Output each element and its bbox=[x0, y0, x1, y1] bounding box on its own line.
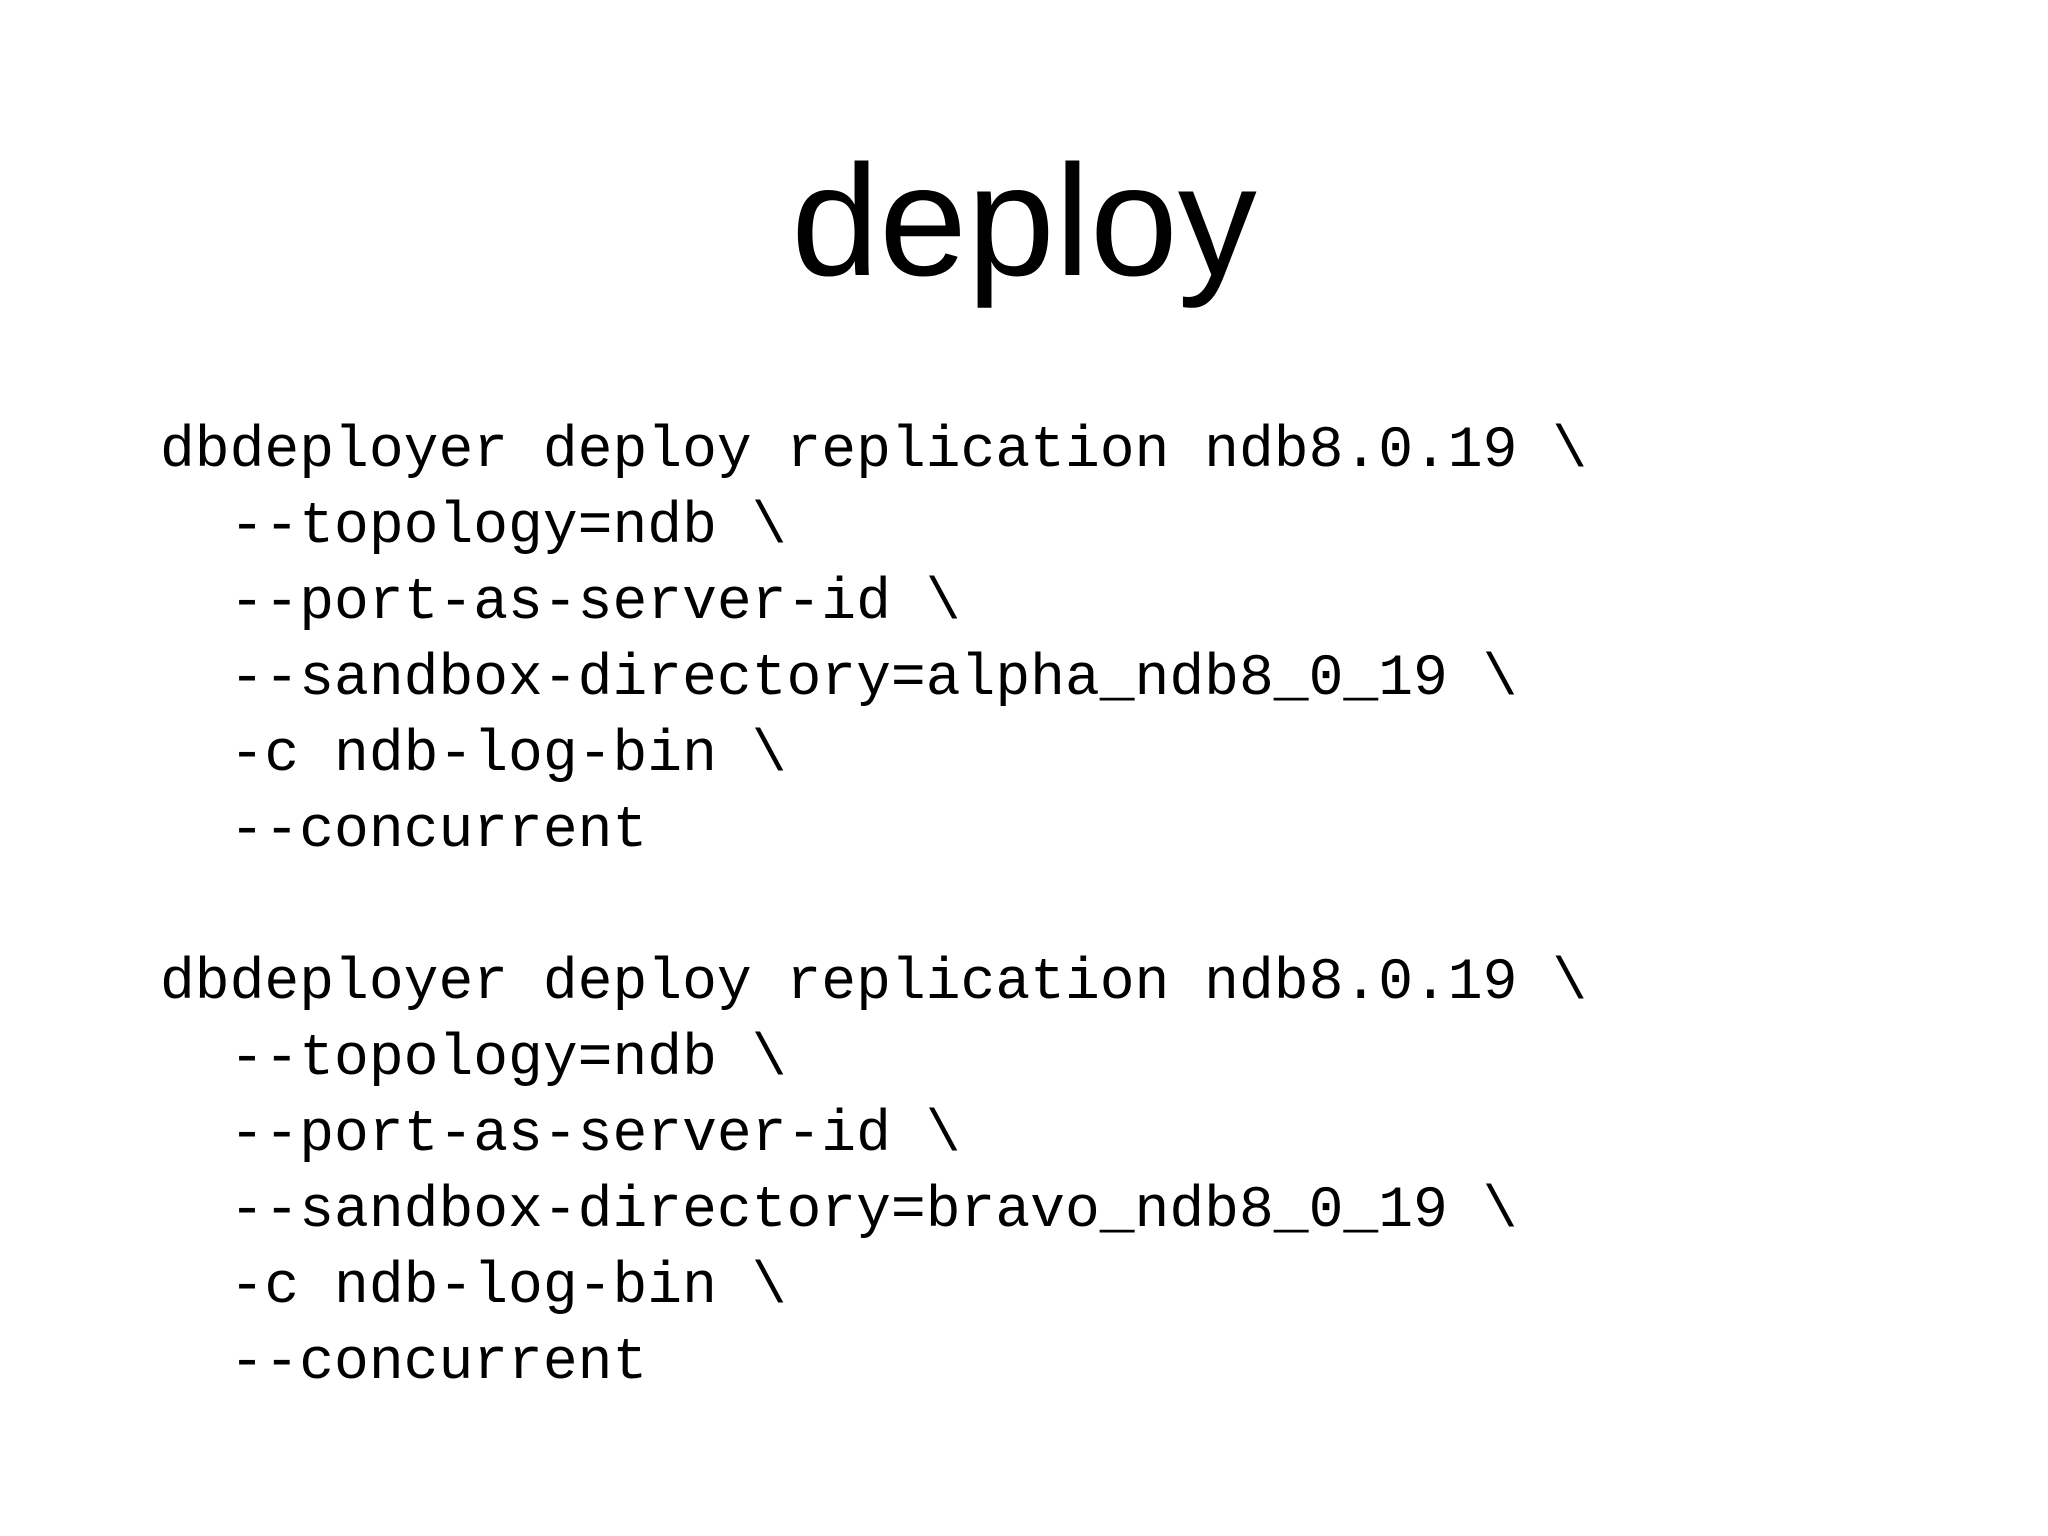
code-area: dbdeployer deploy replication ndb8.0.19 … bbox=[160, 414, 2008, 1478]
code-block-bravo: dbdeployer deploy replication ndb8.0.19 … bbox=[160, 946, 2008, 1402]
code-line: dbdeployer deploy replication ndb8.0.19 … bbox=[160, 419, 1588, 484]
code-line: --sandbox-directory=bravo_ndb8_0_19 \ bbox=[160, 1179, 1518, 1244]
code-line: dbdeployer deploy replication ndb8.0.19 … bbox=[160, 951, 1588, 1016]
code-line: --topology=ndb \ bbox=[160, 1027, 787, 1092]
code-line: --topology=ndb \ bbox=[160, 495, 787, 560]
code-line: --sandbox-directory=alpha_ndb8_0_19 \ bbox=[160, 647, 1518, 712]
code-line: -c ndb-log-bin \ bbox=[160, 1255, 787, 1320]
code-line: -c ndb-log-bin \ bbox=[160, 723, 787, 788]
code-line: --concurrent bbox=[160, 799, 648, 864]
code-block-alpha: dbdeployer deploy replication ndb8.0.19 … bbox=[160, 414, 2008, 870]
page-title: deploy bbox=[791, 133, 1257, 309]
code-line: --concurrent bbox=[160, 1331, 648, 1396]
code-line: --port-as-server-id \ bbox=[160, 1103, 961, 1168]
code-line: --port-as-server-id \ bbox=[160, 571, 961, 636]
